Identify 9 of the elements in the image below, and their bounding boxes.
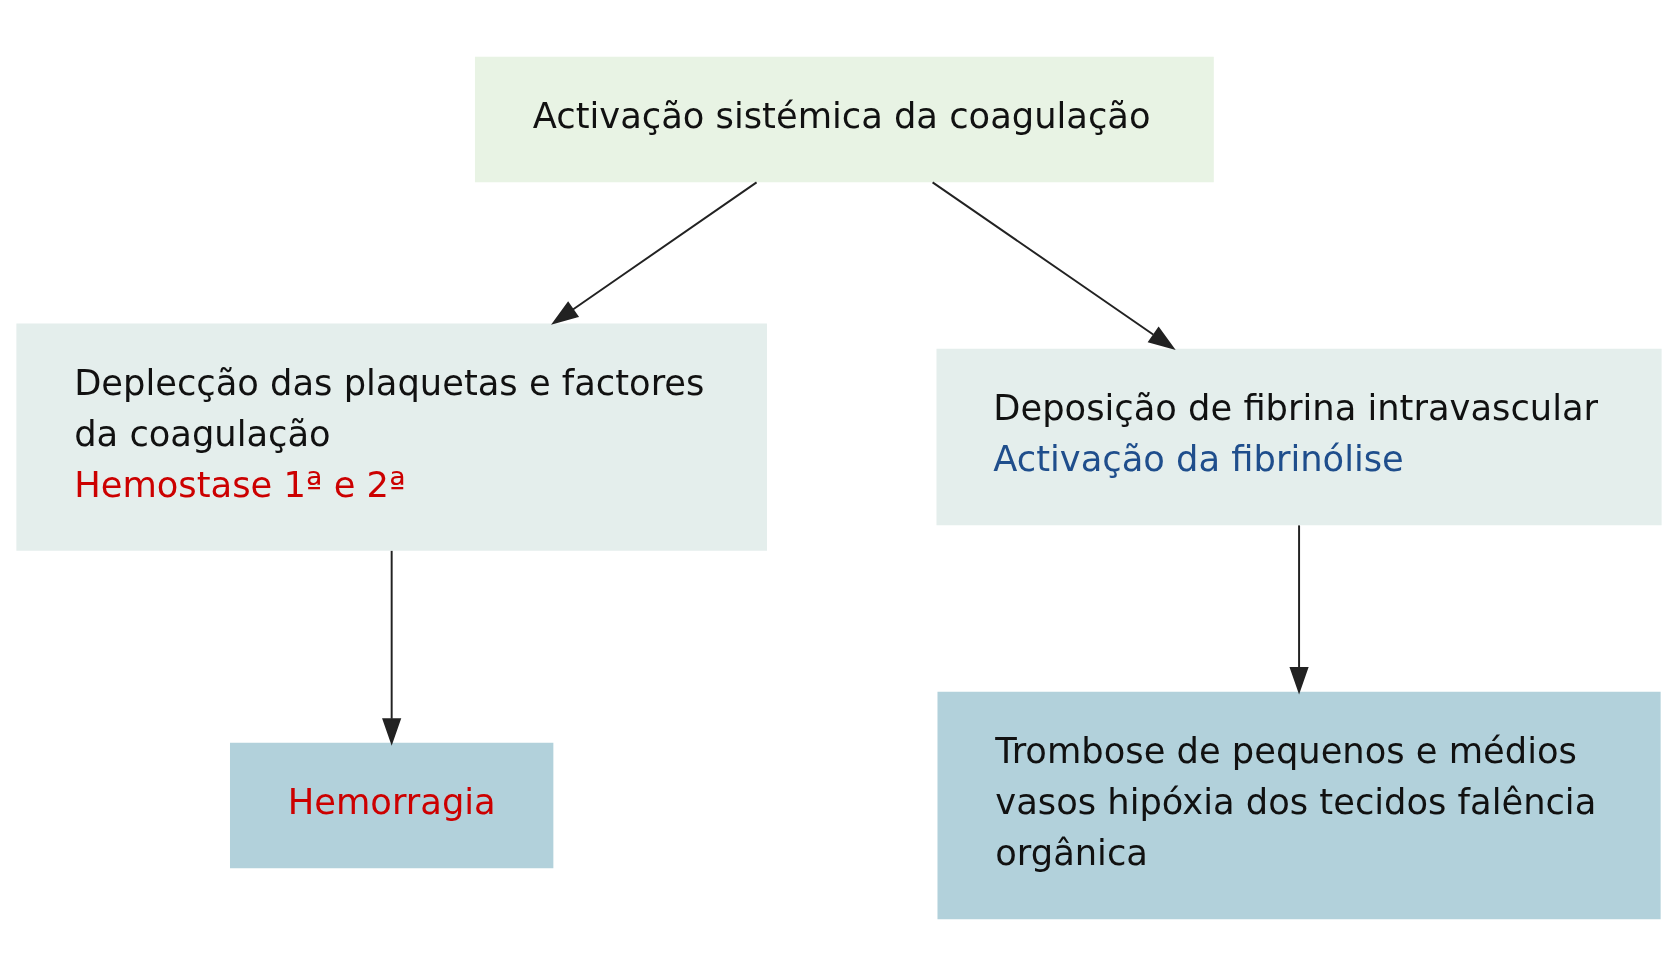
arrow	[931, 180, 1176, 350]
node-box: Deposição de fibrina intravascular Activação da fibrinólise	[936, 348, 1662, 525]
arrow	[551, 180, 758, 325]
node-box: Deplecção das plaquetas e factores da coagulação Hemostase 1ª e 2ª	[16, 322, 767, 551]
node-box: Activação sistémica da coagulação	[474, 56, 1214, 182]
arrow	[382, 549, 402, 746]
node-box: Hemorragia	[230, 742, 554, 868]
node-box: Trombose de pequenos e médios vasos hipóxia dos tecidos falência orgânica	[937, 691, 1661, 919]
arrow	[1289, 523, 1309, 694]
